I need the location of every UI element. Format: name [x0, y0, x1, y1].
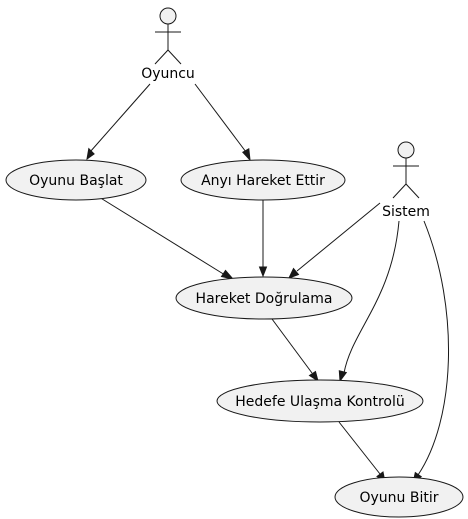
- usecase-oyunu-baslat: Oyunu Başlat: [5, 159, 147, 201]
- edge-anyi-hareket-ettir-to-hareket-dogrulama: [258, 200, 268, 278]
- edge-sistem-to-hareket-dogrulama: [288, 202, 381, 279]
- usecase-oyunu-bitir-ellipse: [334, 476, 464, 518]
- usecase-hedefe-ulasma-kontrolu-label: Hedefe Ulaşma Kontrolü: [235, 394, 405, 410]
- actor-sistem-left-leg: [392, 183, 407, 199]
- edge-sistem-to-hedefe-ulasma-kontrolu: [338, 220, 400, 383]
- edge-hareket-dogrulama-to-hedefe-ulasma-kontrolu: [271, 318, 319, 383]
- usecase-oyunu-bitir-label: Oyunu Bitir: [359, 490, 438, 506]
- edge-oyuncu-to-oyunu-baslat: [86, 83, 151, 161]
- usecase-anyi-hareket-ettir: Anyı Hareket Ettir: [180, 159, 346, 201]
- edges: [86, 83, 450, 485]
- actor-oyuncu-label: Oyuncu: [141, 66, 195, 82]
- usecase-hedefe-ulasma-kontrolu: Hedefe Ulaşma Kontrolü: [216, 379, 424, 423]
- actor-sistem-right-leg: [405, 183, 420, 199]
- actor-oyuncu: Oyuncu: [141, 7, 195, 82]
- actor-oyuncu-head: [159, 7, 177, 25]
- edge-oyuncu-to-anyi-hareket-ettir: [194, 83, 251, 162]
- actor-sistem: Sistem: [382, 141, 430, 220]
- usecase-oyunu-baslat-ellipse: [5, 159, 147, 201]
- edge-hedefe-ulasma-kontrolu-to-oyunu-bitir: [338, 421, 386, 484]
- edge-oyunu-baslat-to-hareket-dogrulama: [98, 196, 235, 280]
- usecase-anyi-hareket-ettir-label: Anyı Hareket Ettir: [201, 173, 325, 189]
- usecase-hedefe-ulasma-kontrolu-ellipse: [216, 379, 424, 423]
- usecase-anyi-hareket-ettir-ellipse: [180, 159, 346, 201]
- usecase-oyunu-bitir: Oyunu Bitir: [334, 476, 464, 518]
- actor-sistem-head: [397, 141, 415, 159]
- actor-oyuncu-left-leg: [154, 49, 169, 65]
- usecase-hareket-dogrulama-ellipse: [175, 276, 353, 320]
- usecase-hareket-dogrulama: Hareket Doğrulama: [175, 276, 353, 320]
- edge-sistem-to-oyunu-bitir: [412, 220, 450, 485]
- actor-sistem-label: Sistem: [382, 204, 430, 220]
- usecase-oyunu-baslat-label: Oyunu Başlat: [29, 173, 123, 189]
- actor-oyuncu-right-leg: [167, 49, 182, 65]
- usecase-hareket-dogrulama-label: Hareket Doğrulama: [196, 291, 333, 307]
